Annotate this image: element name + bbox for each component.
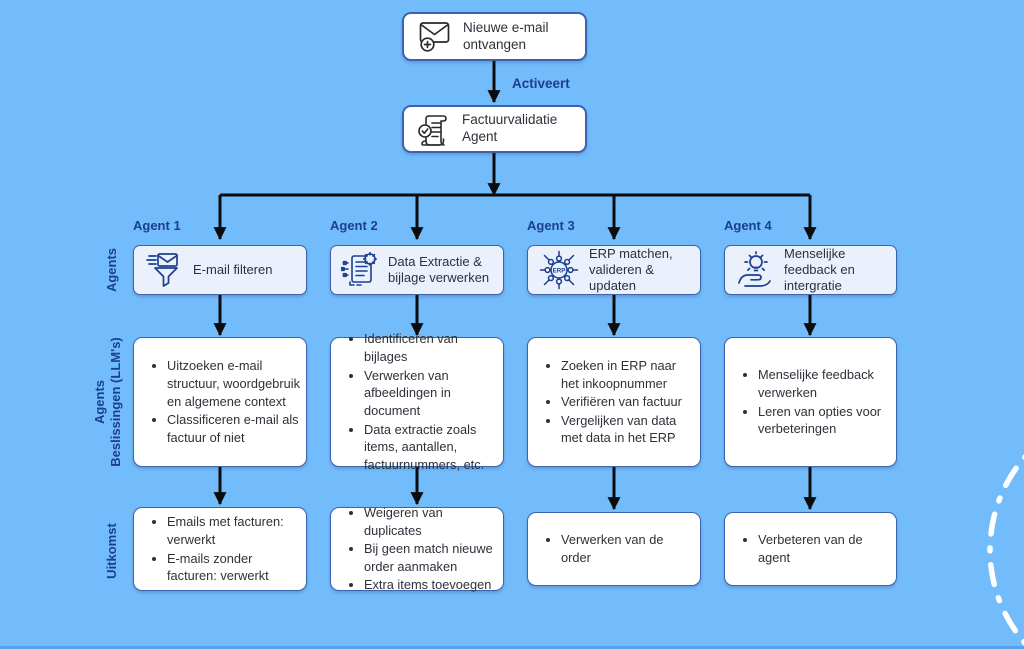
row-label-decisions-line2: Beslissingen (LLM's) [108,337,123,467]
outcome-item: Emails met facturen: verwerkt [167,513,300,548]
data-extraction-icon [341,251,378,286]
agent3-decisions-list: Zoeken in ERP naar het inkoopnummer Veri… [534,356,694,448]
decision-item: Verifiëren van factuur [561,393,694,411]
outcome-item: Verbeteren van de agent [758,531,890,566]
erp-icon-label: ERP [553,267,566,274]
agent2-decisions-box: Identificeren van bijlages Verwerken van… [330,331,504,472]
agent4-decisions-box: Menselijke feedback verwerken Leren van … [724,337,897,467]
trigger-label: Nieuwe e-mail ontvangen [463,19,549,52]
row-label-decisions: Agents Beslissingen (LLM's) [92,337,125,467]
trigger-box: Nieuwe e-mail ontvangen [402,12,587,61]
agent3-header: Agent 3 [527,218,575,233]
agent2-header: Agent 2 [330,218,378,233]
orchestrator-box: Factuurvalidatie Agent [402,105,587,153]
decision-item: Uitzoeken e-mail structuur, woordgebruik… [167,357,300,410]
agent1-outcome-box: Emails met facturen: verwerkt E-mails zo… [133,507,307,591]
decision-item: Data extractie zoals items, aantallen, f… [364,421,497,474]
agent1-outcome-list: Emails met facturen: verwerkt E-mails zo… [140,512,300,586]
agent3-outcome-list: Verwerken van de order [534,530,694,567]
agent3-title-box: ERP ERP matchen, valideren & updaten [527,245,701,295]
row-label-agents: Agents [103,247,119,293]
decision-item: Vergelijken van data met data in het ERP [561,412,694,447]
agent1-title-box: E-mail filteren [133,245,307,295]
decision-item: Classificeren e-mail als factuur of niet [167,411,300,446]
agent1-decisions-list: Uitzoeken e-mail structuur, woordgebruik… [140,356,300,447]
agent4-outcome-box: Verbeteren van de agent [724,512,897,586]
agent4-title-box: Menselijke feedback en intergratie [724,245,897,295]
outcome-item: Bij geen match nieuwe order aanmaken [364,540,497,575]
orchestrator-label: Factuurvalidatie Agent [462,112,558,144]
agent4-header: Agent 4 [724,218,772,233]
agent4-outcome-list: Verbeteren van de agent [731,530,890,567]
outcome-item: Weigeren van duplicates [364,504,497,539]
decision-item: Verwerken van afbeeldingen in document [364,367,497,420]
agent2-outcome-list: Weigeren van duplicates Bij geen match n… [337,503,497,595]
agent1-header: Agent 1 [133,218,181,233]
agent3-title: ERP matchen, valideren & updaten [589,245,673,294]
decision-item: Zoeken in ERP naar het inkoopnummer [561,357,694,392]
agent4-decisions-list: Menselijke feedback verwerken Leren van … [731,365,890,439]
agent2-outcome-box: Weigeren van duplicates Bij geen match n… [330,505,504,592]
agent3-decisions-box: Zoeken in ERP naar het inkoopnummer Veri… [527,337,701,467]
outcome-item: E-mails zonder facturen: verwerkt [167,550,300,585]
outcome-item: Extra items toevoegen [364,576,497,594]
invoice-check-icon [418,115,447,146]
decision-item: Leren van opties voor verbeteringen [758,403,890,438]
outcome-item: Verwerken van de order [561,531,694,566]
email-filter-icon [146,253,178,287]
agent3-outcome-box: Verwerken van de order [527,512,701,586]
agent2-decisions-list: Identificeren van bijlages Verwerken van… [337,329,497,474]
agent4-title: Menselijke feedback en intergratie [784,245,855,294]
edge-label: Activeert [512,76,570,91]
row-label-outcome: Uitkomst [103,523,119,579]
decision-item: Identificeren van bijlages [364,330,497,365]
decision-item: Menselijke feedback verwerken [758,366,890,401]
feedback-icon [738,251,771,287]
bottom-edge-strip [0,646,1024,649]
envelope-plus-icon [419,22,450,52]
erp-icon: ERP [539,250,579,290]
agent2-title-box: Data Extractie & bijlage verwerken [330,245,504,295]
agent2-title: Data Extractie & bijlage verwerken [388,253,490,285]
agent1-decisions-box: Uitzoeken e-mail structuur, woordgebruik… [133,337,307,467]
row-label-decisions-line1: Agents [91,379,107,425]
agent1-title: E-mail filteren [193,261,273,277]
